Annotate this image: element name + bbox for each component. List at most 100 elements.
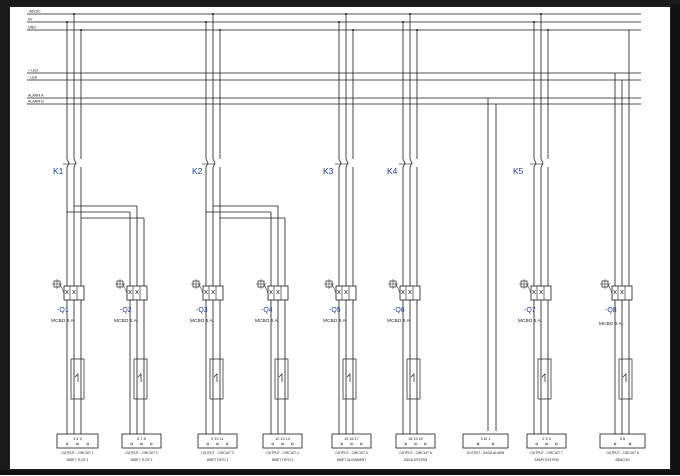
terminal-subtitle: INSET TLOF 2 bbox=[131, 458, 153, 462]
terminal-subtitle: INSET FATO 1 bbox=[207, 458, 229, 462]
contactor-label: K2 bbox=[192, 166, 203, 176]
breaker-x bbox=[72, 289, 76, 295]
busbar-label: + LED bbox=[28, 69, 38, 73]
breaker-body bbox=[530, 285, 552, 301]
breaker-x bbox=[401, 289, 405, 295]
terminal-screw bbox=[226, 442, 229, 446]
busbar-label: GND bbox=[28, 26, 36, 30]
terminal-block bbox=[262, 433, 303, 449]
load-box bbox=[342, 358, 357, 400]
wiring-group bbox=[66, 13, 630, 434]
breaker-tag: -Q6 bbox=[393, 307, 405, 314]
breaker-x bbox=[539, 289, 543, 295]
breaker-rating: MCBO 6 A bbox=[323, 318, 346, 324]
load-box bbox=[274, 358, 289, 400]
terminal-title: OUTPUT - CIRCUIT 6 bbox=[399, 451, 432, 455]
terminal-screw bbox=[476, 442, 480, 446]
load-symbol bbox=[541, 373, 546, 382]
terminal-subtitle: BEACON bbox=[616, 458, 631, 462]
contactor-label: K5 bbox=[513, 166, 524, 176]
contact-symbol bbox=[533, 158, 537, 168]
contact-symbol bbox=[212, 158, 216, 168]
terminal-block bbox=[121, 433, 162, 449]
terminal-numbers: 18 19 20 bbox=[408, 437, 423, 441]
terminal-block bbox=[526, 433, 567, 449]
terminal-screw bbox=[130, 442, 133, 446]
breaker-x bbox=[532, 289, 536, 295]
trip-link bbox=[331, 283, 337, 294]
terminal-numbers: 6 7 8 bbox=[137, 437, 145, 441]
breaker-tag: -Q5 bbox=[329, 307, 341, 314]
breaker-x bbox=[65, 289, 69, 295]
breaker-x bbox=[204, 289, 208, 295]
terminal-title: OUTPUT - CIRCUIT 8 bbox=[606, 451, 639, 455]
breaker-rating: MCBO 6 A bbox=[518, 318, 541, 324]
terminal-title: OUTPUT - CIRCUIT 4 bbox=[266, 451, 299, 455]
junction-dot bbox=[205, 21, 207, 23]
terminal-numbers: 2 3 4 bbox=[542, 437, 550, 441]
load-symbol bbox=[346, 373, 351, 382]
breaker-body bbox=[335, 285, 357, 301]
terminal-screw bbox=[424, 442, 427, 446]
contact-symbol bbox=[345, 158, 349, 168]
terminal-screw bbox=[150, 442, 153, 446]
terminal-screw bbox=[76, 442, 79, 446]
trip-link bbox=[395, 283, 401, 294]
frame-edge-left bbox=[0, 0, 9, 475]
load-box bbox=[537, 358, 552, 400]
junction-dot bbox=[219, 29, 221, 31]
junction-dot bbox=[547, 29, 549, 31]
component-group bbox=[52, 158, 646, 449]
terminal-screw bbox=[216, 442, 219, 446]
load-box bbox=[70, 358, 85, 400]
terminal-screw bbox=[86, 442, 89, 446]
breaker-body bbox=[399, 285, 421, 301]
breaker-x bbox=[613, 289, 617, 295]
junction-dot bbox=[416, 29, 418, 31]
terminal-numbers: 12 13 14 bbox=[275, 437, 290, 441]
terminal-title: OUTPUT - CIRCUIT 2 bbox=[125, 451, 158, 455]
terminal-subtitle: APAPI SYSTEM bbox=[535, 458, 559, 462]
breaker-rating: MCBO 6 A bbox=[114, 318, 137, 324]
terminal-screw bbox=[291, 442, 294, 446]
breaker-x bbox=[269, 289, 273, 295]
terminal-screw bbox=[555, 442, 558, 446]
load-symbol bbox=[410, 373, 415, 382]
load-box bbox=[618, 358, 633, 400]
trip-link bbox=[59, 283, 65, 294]
junction-dot bbox=[66, 21, 68, 23]
breaker-tag: -Q3 bbox=[196, 307, 208, 314]
terminal-block bbox=[462, 433, 509, 449]
busbar-group bbox=[27, 13, 641, 105]
load-symbol bbox=[278, 373, 283, 382]
terminal-numbers: X10 1 bbox=[481, 437, 491, 441]
breaker-x bbox=[408, 289, 412, 295]
contact-symbol bbox=[409, 158, 413, 168]
contactor-label: K1 bbox=[53, 166, 64, 176]
breaker-x bbox=[276, 289, 280, 295]
contactor-label: K3 bbox=[323, 166, 334, 176]
contact-symbol bbox=[73, 158, 77, 168]
breaker-rating: MCBO 6 A bbox=[190, 318, 213, 324]
contact-symbol bbox=[66, 158, 70, 168]
junction-dot bbox=[80, 29, 82, 31]
breaker-tag: -Q8 bbox=[605, 307, 617, 314]
terminal-numbers: 9 10 11 bbox=[211, 437, 223, 441]
frame-edge-right bbox=[671, 4, 680, 475]
breaker-rating: MCBO 6 A bbox=[599, 321, 622, 327]
terminal-screw bbox=[628, 442, 632, 446]
breaker-x bbox=[344, 289, 348, 295]
breaker-body bbox=[63, 285, 85, 301]
terminal-screw bbox=[404, 442, 407, 446]
breaker-body bbox=[267, 285, 289, 301]
terminal-title: OUTPUT - CIRCUIT 7 bbox=[530, 451, 563, 455]
breaker-tag: -Q2 bbox=[120, 307, 132, 314]
contact-symbol bbox=[402, 158, 406, 168]
terminal-screw bbox=[340, 442, 343, 446]
junction-dot bbox=[540, 13, 542, 15]
terminal-subtitle: INSET TLOF 1 bbox=[67, 458, 89, 462]
contactor-label: K4 bbox=[387, 166, 398, 176]
breaker-x bbox=[135, 289, 139, 295]
